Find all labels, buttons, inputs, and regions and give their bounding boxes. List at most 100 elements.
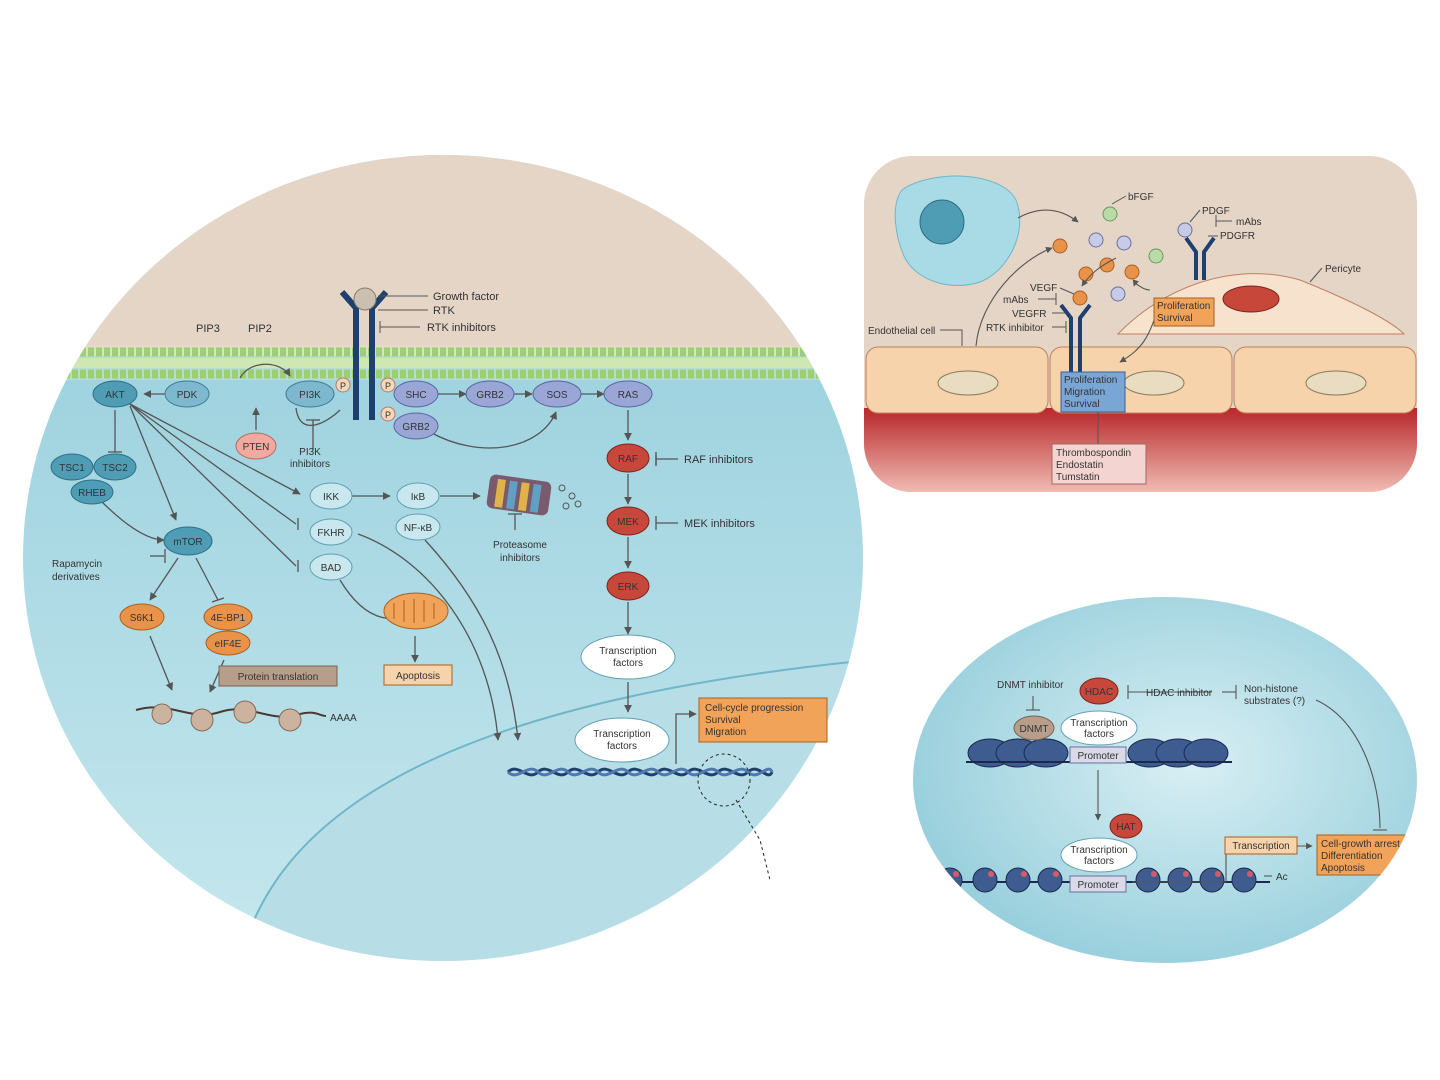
svg-text:AKT: AKT: [105, 390, 124, 401]
svg-text:SHC: SHC: [405, 390, 426, 401]
svg-text:S6K1: S6K1: [130, 613, 155, 624]
dna-helix: [506, 753, 774, 881]
node-pten: PTEN: [235, 432, 277, 460]
svg-text:NF-κB: NF-κB: [404, 523, 433, 534]
growth-factor-text: Growth factor: [433, 291, 499, 303]
tumour-cell: [894, 175, 1021, 286]
svg-text:HDAC: HDAC: [1085, 687, 1113, 698]
node-ikb: IκB: [396, 482, 440, 510]
rtk-inhibitors-text: RTK inhibitors: [427, 322, 496, 334]
node-mtor: mTOR: [163, 526, 213, 556]
svg-text:GRB2: GRB2: [402, 422, 430, 433]
pi3k-inhibitors-line2: inhibitors: [290, 459, 330, 470]
svg-text:Migration: Migration: [1064, 387, 1105, 398]
rapamycin-line2: derivatives: [52, 572, 100, 583]
node-mek: MEK: [606, 506, 650, 536]
rtk-text: RTK: [433, 305, 455, 317]
node-raf: RAF: [606, 443, 650, 473]
svg-text:Proliferation: Proliferation: [1064, 375, 1117, 386]
svg-text:Endostatin: Endostatin: [1056, 460, 1103, 471]
svg-text:Cell-cycle progression: Cell-cycle progression: [705, 703, 803, 714]
cell-outcomes-box: Cell-cycle progression Survival Migratio…: [698, 697, 828, 743]
node-rheb: RHEB: [70, 479, 114, 505]
svg-text:MEK: MEK: [617, 517, 639, 528]
rapamycin-line1: Rapamycin: [52, 559, 102, 570]
node-grb2-b: GRB2: [393, 412, 439, 440]
p-2: P: [385, 381, 391, 391]
svg-text:TSC1: TSC1: [59, 463, 85, 474]
svg-text:GRB2: GRB2: [476, 390, 504, 401]
hdac-inhibitor-label: HDAC inhibitor: [1146, 688, 1213, 699]
signalling-nodes: AKT PDK PI3K PTEN SHC GRB2 GRB2 SOS RAS …: [50, 380, 653, 656]
svg-text:Transcription: Transcription: [599, 646, 656, 657]
mitochondrion: [383, 592, 449, 630]
svg-text:HAT: HAT: [1116, 822, 1135, 833]
node-s6k1: S6K1: [119, 603, 165, 631]
svg-text:RHEB: RHEB: [78, 488, 106, 499]
proteasome-inhibitors-line1: Proteasome: [493, 540, 547, 551]
svg-text:Apoptosis: Apoptosis: [396, 671, 440, 682]
tf-top: Transcription factors: [1060, 710, 1138, 746]
node-fkhr: FKHR: [309, 518, 353, 546]
svg-text:Apoptosis: Apoptosis: [1321, 863, 1365, 874]
node-erk: ERK: [606, 571, 650, 601]
rtk-receptor: [339, 287, 389, 420]
node-hdac: HDAC: [1079, 677, 1119, 705]
svg-text:Migration: Migration: [705, 727, 746, 738]
node-pi3k: PI3K: [285, 380, 335, 408]
cell-membrane: [23, 346, 863, 380]
endothelial-cell-label: Endothelial cell: [868, 326, 935, 337]
pdgfr-label: PDGFR: [1220, 231, 1255, 242]
svg-text:Proliferation: Proliferation: [1157, 301, 1210, 312]
node-dnmt: DNMT: [1013, 715, 1055, 741]
chromatin-top: [966, 738, 1232, 768]
tf-bottom: Transcription factors: [1060, 837, 1138, 873]
svg-text:Transcription: Transcription: [1070, 718, 1127, 729]
svg-text:4E-BP1: 4E-BP1: [211, 613, 246, 624]
pi3k-inhibitors-line1: PI3K: [299, 447, 321, 458]
svg-text:mTOR: mTOR: [173, 537, 202, 548]
raf-inhibitors-label: RAF inhibitors: [684, 454, 754, 466]
svg-text:Thrombospondin: Thrombospondin: [1056, 448, 1131, 459]
svg-text:Tumstatin: Tumstatin: [1056, 472, 1100, 483]
epigenetic-outcome-box: Cell-growth arrest Differentiation Apopt…: [1316, 834, 1417, 876]
svg-text:Promoter: Promoter: [1077, 751, 1119, 762]
proteasome: [486, 474, 582, 516]
node-tsc2: TSC2: [93, 453, 137, 481]
svg-text:TSC2: TSC2: [102, 463, 128, 474]
svg-text:Survival: Survival: [1157, 313, 1193, 324]
node-hat: HAT: [1109, 813, 1143, 839]
svg-text:eIF4E: eIF4E: [215, 639, 242, 650]
ac-label: Ac: [1276, 872, 1288, 883]
svg-text:PI3K: PI3K: [299, 390, 321, 401]
node-eif4e: eIF4E: [205, 630, 251, 656]
non-histone-line1: Non-histone: [1244, 684, 1298, 695]
svg-text:PTEN: PTEN: [243, 442, 270, 453]
pericyte-outcome-box: Proliferation Survival: [1153, 297, 1215, 327]
mek-inhibitors-label: MEK inhibitors: [684, 518, 755, 530]
pip2-label: PIP2: [248, 323, 272, 335]
epigenetic-panel: Cell-growth arrest Differentiation Apopt…: [913, 597, 1417, 963]
node-4ebp1: 4E-BP1: [203, 603, 253, 631]
mrna-ribosomes: AAAA: [135, 700, 357, 732]
node-ikk: IKK: [309, 482, 353, 510]
rtk-inhibitor-label: RTK inhibitor: [986, 323, 1044, 334]
endothelial-outcome-box: Proliferation Migration Survival: [1060, 371, 1126, 413]
node-tsc1: TSC1: [50, 453, 94, 481]
pip3-label: PIP3: [196, 323, 220, 335]
svg-text:Transcription: Transcription: [1232, 841, 1289, 852]
mabs-left-label: mAbs: [1003, 295, 1029, 306]
svg-text:RAF: RAF: [618, 454, 638, 465]
svg-text:factors: factors: [1084, 729, 1114, 740]
pdgf-label: PDGF: [1202, 206, 1230, 217]
svg-text:factors: factors: [607, 741, 637, 752]
svg-text:PDK: PDK: [177, 390, 198, 401]
phospho-sites: P P P: [335, 377, 396, 422]
vegfr-label: VEGFR: [1012, 309, 1046, 320]
node-pdk: PDK: [164, 380, 210, 408]
svg-text:SOS: SOS: [546, 390, 567, 401]
svg-text:Transcription: Transcription: [1070, 845, 1127, 856]
endogenous-inhibitors-box: Thrombospondin Endostatin Tumstatin: [1051, 443, 1147, 485]
promoter-top: Promoter: [1069, 746, 1127, 764]
